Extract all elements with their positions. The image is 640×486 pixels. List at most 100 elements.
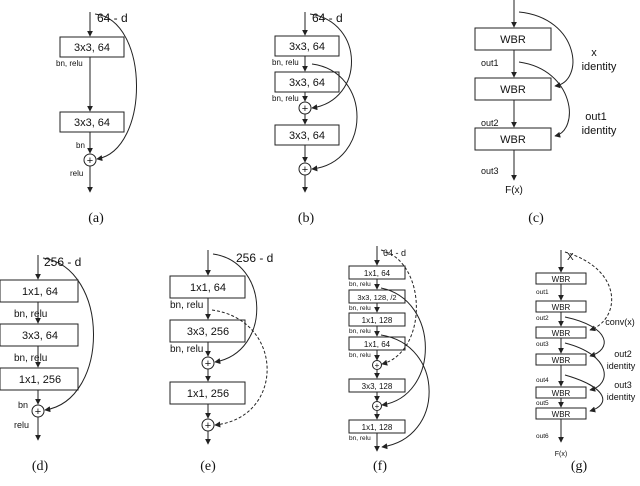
panel-g-box-2-label: WBR (552, 303, 571, 312)
panel-b-note-1: bn, relu (272, 58, 299, 67)
panel-d-note-3: bn (18, 400, 28, 410)
panel-f: 64 - d 1x1, 64 bn, relu 3x3, 128, /2 bn,… (348, 246, 430, 474)
panel-f-note-3: bn, relu (349, 328, 371, 335)
panel-a-note-1: bn, relu (56, 59, 83, 68)
panel-e-caption: (e) (200, 459, 216, 474)
panel-g-box-5-label: WBR (552, 389, 571, 398)
panel-e-skip-arrow-dashed (211, 309, 268, 428)
panel-c-skip-arrow-1 (518, 11, 574, 89)
panel-e-skip-arrow-solid (212, 253, 258, 365)
panel-a-box-2-label: 3x3, 64 (74, 117, 110, 129)
panel-d-caption: (d) (32, 459, 49, 474)
panel-g-box-4-label: WBR (552, 356, 571, 365)
panel-d: 256 - d 1x1, 64 bn, relu 3x3, 64 bn, rel… (0, 255, 94, 474)
panel-b-note-2: bn, relu (272, 94, 299, 103)
panel-f-skip-arrow-dashed (380, 249, 417, 366)
panel-c-skip-1-line-1: x (591, 47, 597, 59)
panel-b-box-3 (274, 124, 340, 146)
panel-d-box-1-label: 1x1, 64 (22, 286, 58, 298)
panel-a-note-3: relu (70, 169, 83, 178)
panel-f-add-sign-2: + (375, 402, 380, 411)
panel-g-caption: (g) (571, 459, 588, 474)
panel-g-out-6: out6 (536, 433, 549, 440)
panel-e-add-sign-2: + (205, 420, 211, 432)
panel-g-out-5: out5 (536, 400, 549, 407)
panel-d-note-4: relu (14, 420, 29, 430)
panel-e-note-2: bn, relu (170, 344, 203, 355)
panel-e: 256 - d 1x1, 64 bn, relu 3x3, 256 bn, re… (169, 250, 273, 474)
panel-b-add-sign-2: + (302, 164, 308, 176)
panel-g-skip-arrow-1 (564, 316, 605, 358)
panel-g-out-3: out3 (536, 341, 549, 348)
panel-d-note-1: bn, relu (14, 309, 47, 320)
panel-c-skip-arrow-2 (518, 61, 570, 138)
panel-g-box-3-label: WBR (552, 329, 571, 338)
panel-a-caption: (a) (88, 211, 104, 226)
panel-g-box-1-label: WBR (552, 275, 571, 284)
panel-g-skip-label-2: out2 (614, 349, 632, 359)
panel-d-skip-arrow (42, 257, 94, 413)
panel-f-note-5: bn, relu (349, 435, 371, 442)
panel-g-skip-label-3: identity (607, 361, 636, 371)
panel-g-skip-label-5: identity (607, 392, 636, 402)
panel-b-skip-arrow-1 (309, 13, 352, 111)
panel-f-box-2-label: 3x3, 128, /2 (357, 293, 396, 302)
panel-g-out-1: out1 (536, 289, 549, 296)
panel-b: 64 - d 3x3, 64 bn, relu 3x3, 64 bn, relu… (272, 11, 358, 226)
panel-a-box-1-label: 3x3, 64 (74, 42, 110, 54)
panel-c-skip-1-line-2: identity (582, 61, 617, 73)
panel-b-box-1 (274, 35, 340, 57)
panel-g-output: F(x) (555, 451, 567, 458)
panel-c-box-3-label: WBR (500, 134, 526, 146)
panel-f-note-4: bn, relu (349, 352, 371, 359)
panel-g-skip-arrow-2 (564, 342, 605, 392)
panel-d-box-2-label: 3x3, 64 (22, 330, 58, 342)
panel-b-box-3-label: 3x3, 64 (289, 130, 325, 142)
panel-e-box-1-label: 1x1, 64 (190, 282, 226, 294)
panel-a: 64 - d 3x3, 64 bn, relu 3x3, 64 bn + rel… (56, 11, 137, 226)
panel-d-box-1 (0, 279, 79, 303)
panel-c-skip-2-line-2: identity (582, 125, 617, 137)
panel-g-out-2: out2 (536, 315, 549, 322)
panel-f-skip-arrow-1 (380, 287, 426, 408)
panel-a-skip-arrow (94, 13, 137, 162)
panel-f-note-1: bn, relu (349, 281, 371, 288)
panel-c-output: F(x) (505, 185, 523, 196)
panel-c-caption: (c) (528, 211, 544, 226)
panel-e-box-2-label: 3x3, 256 (187, 326, 229, 338)
panel-g-skip-arrow-dashed (564, 251, 613, 332)
panel-f-skip-arrow-2 (380, 334, 430, 450)
panel-f-box-5-label: 3x3, 128 (362, 382, 393, 391)
panel-d-add-sign: + (35, 406, 41, 418)
panel-c-box-3 (474, 127, 552, 151)
panel-a-box-2 (59, 111, 125, 133)
panel-g-skip-label-1: conv(x) (605, 317, 635, 327)
panel-b-skip-arrow-2 (311, 63, 358, 172)
panel-e-add-sign-1: + (205, 358, 211, 370)
panel-c-box-1-label: WBR (500, 34, 526, 46)
panel-f-box-3-label: 1x1, 128 (362, 316, 393, 325)
panel-b-box-2 (274, 71, 340, 93)
panel-b-input-label: 64 - d (312, 11, 343, 25)
panel-f-box-6-label: 1x1, 128 (362, 423, 393, 432)
panel-d-input-label: 256 - d (44, 255, 81, 269)
panel-f-caption: (f) (373, 459, 387, 474)
panel-b-box-2-label: 3x3, 64 (289, 77, 325, 89)
panel-a-input-label: 64 - d (97, 11, 128, 25)
panel-c-out-2: out2 (481, 118, 499, 128)
panel-f-box-4-label: 1x1, 64 (364, 340, 391, 349)
panel-a-box-1 (59, 36, 125, 58)
panel-f-note-2: bn, relu (349, 305, 371, 312)
panel-g-skip-arrow-3 (564, 374, 604, 413)
panel-e-input-label: 256 - d (236, 251, 273, 265)
panel-c-out-1: out1 (481, 58, 499, 68)
panel-a-note-2: bn (76, 141, 85, 150)
panel-d-box-3 (0, 367, 79, 391)
panel-b-box-1-label: 3x3, 64 (289, 41, 325, 53)
panel-d-box-2 (0, 323, 79, 347)
panel-b-add-sign-1: + (302, 103, 308, 115)
panel-f-input-label: 64 - d (383, 248, 406, 258)
panel-d-box-3-label: 1x1, 256 (19, 374, 61, 386)
panel-c-out-3: out3 (481, 166, 499, 176)
